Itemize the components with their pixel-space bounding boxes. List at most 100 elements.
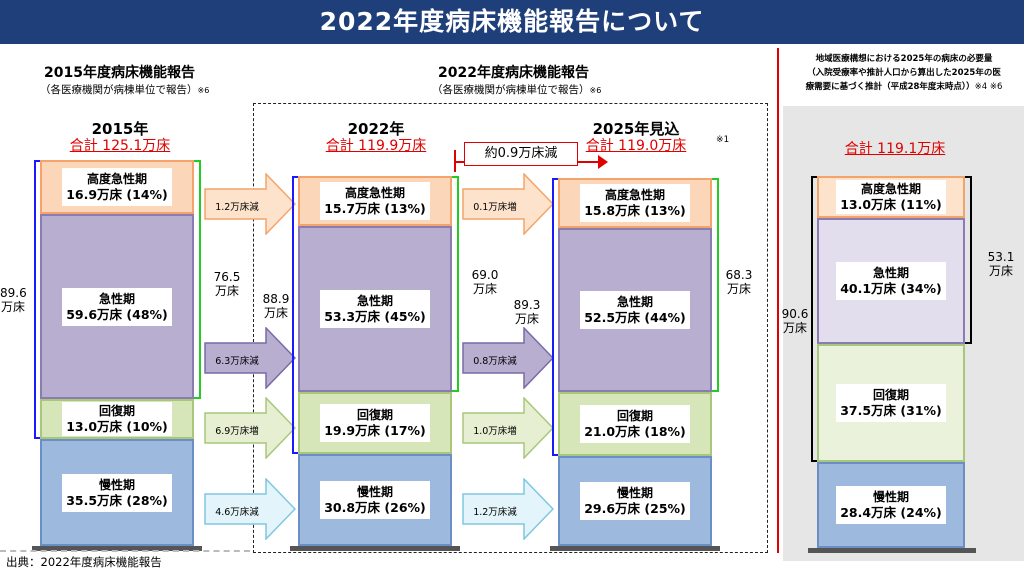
arrow-b-chronic-shape [462,478,554,540]
right-header-note: ※4 ※6 [974,82,1003,92]
col4-high-value: 13.0万床 (11%) [840,197,942,212]
col3-acute-value: 52.5万床 (44%) [584,310,686,325]
col1-left-unit: 万床 [0,300,25,314]
col3-base [550,546,720,551]
col3-recovery-value: 21.0万床 (18%) [584,424,686,439]
arrow-b-recovery-text: 1.0万床増 [473,426,517,437]
col1-recovery-value: 13.0万床 (10%) [66,419,168,434]
col2-base [290,546,460,551]
col2-total: 合計 119.9万床 [325,138,427,154]
col3-acute-name: 急性期 [616,295,653,309]
col1-right-unit: 万床 [214,284,239,298]
arrow-b-high-shape [462,173,554,235]
arrow-b-acute-shape [462,327,554,389]
arrow-a-high [204,173,296,235]
col1-high-name: 高度急性期 [86,172,147,186]
page-title: 2022年度病床機能報告について [0,0,1024,44]
col2-chronic-value: 30.8万床 (26%) [324,500,426,515]
col3-high-name: 高度急性期 [604,188,665,202]
col2-acute-value: 53.3万床 (45%) [324,309,426,324]
col2-left-unit: 万床 [263,306,288,320]
col1-base [32,546,202,551]
right-header-line3-wrap: 療需要に基づく推計（平成28年度末時点））※4 ※6 [785,80,1023,94]
col3-left-num: 89.3 [513,298,541,312]
col3-note: ※1 [716,135,730,145]
col1-high-value: 16.9万床 (14%) [66,187,168,202]
col4-right-bracket [965,176,972,344]
arrow-b-high-text: 0.1万床増 [473,202,517,213]
col2-left-bracket [292,176,298,454]
col1-chronic-value: 35.5万床 (28%) [66,492,168,508]
arrow-a-chronic-shape [204,478,296,540]
arrow-a-high-shape [204,173,296,235]
arrow-b-acute-text: 0.8万床減 [473,356,517,367]
col1-acute-name: 急性期 [98,291,135,306]
col2-right-bracket [452,176,459,392]
right-header: 地域医療構想における2025年の病床の必要量 （入院受療率や推計人口から算出した… [785,52,1023,94]
col1-acute-value: 59.6万床 (48%) [66,306,168,322]
col2-year: 2022年 [347,120,405,138]
col4-left-bracket [811,176,817,462]
col1-left-num: 89.6 [0,286,27,300]
left-header-sub-text: （各医療機関が病棟単位で報告） [40,84,198,96]
col4-right-num: 53.1 [987,250,1015,264]
col4-high-name: 高度急性期 [860,182,921,196]
arrow-a-chronic [204,478,296,540]
col2-chronic-name: 慢性期 [356,485,393,499]
col3-right-num: 68.3 [725,268,753,282]
right-header-line2: （入院受療率や推計人口から算出した2025年の医 [807,68,1001,78]
arrow-b-recovery [462,397,554,459]
col3-recovery-name: 回復期 [616,409,653,423]
arrow-a-acute-shape [204,327,296,389]
bottom-rule [0,550,250,552]
col2-left-num: 88.9 [262,292,290,306]
arrow-a-acute-text: 6.3万床減 [215,356,259,367]
mid-header-sub: （各医療機関が病棟単位で報告）※6 [432,82,601,97]
col4-left-num: 90.6 [781,307,809,321]
col1-right-num: 76.5 [213,270,241,284]
col2-right-unit: 万床 [472,282,497,296]
col4-acute-value: 40.1万床 (34%) [840,281,942,296]
col4-recovery-name: 回復期 [872,388,909,402]
col2-right-num: 69.0 [471,268,499,282]
col1-year: 2015年 [91,120,149,138]
col2-acute-name: 急性期 [356,294,393,308]
arrow-a-recovery-shape [204,397,296,459]
right-header-line1: 地域医療構想における2025年の病床の必要量 [815,54,993,64]
report-2022-frame [253,103,768,553]
col1-chronic-name: 慢性期 [98,477,135,492]
col3-chronic-value: 29.6万床 (25%) [584,501,686,516]
col3-right-unit: 万床 [726,282,751,296]
col3-chronic-name: 慢性期 [616,486,653,500]
left-header-note: ※6 [197,86,210,95]
arrow-b-high [462,173,554,235]
col3-right-bracket [712,178,719,392]
mid-header-title: 2022年度病床機能報告 [438,65,589,81]
col4-total: 合計 119.1万床 [844,141,946,157]
arrow-a-chronic-text: 4.6万床減 [215,507,259,518]
col1-total: 合計 125.1万床 [69,138,171,154]
source-note: 出典：2022年度病床機能報告 [6,555,162,569]
